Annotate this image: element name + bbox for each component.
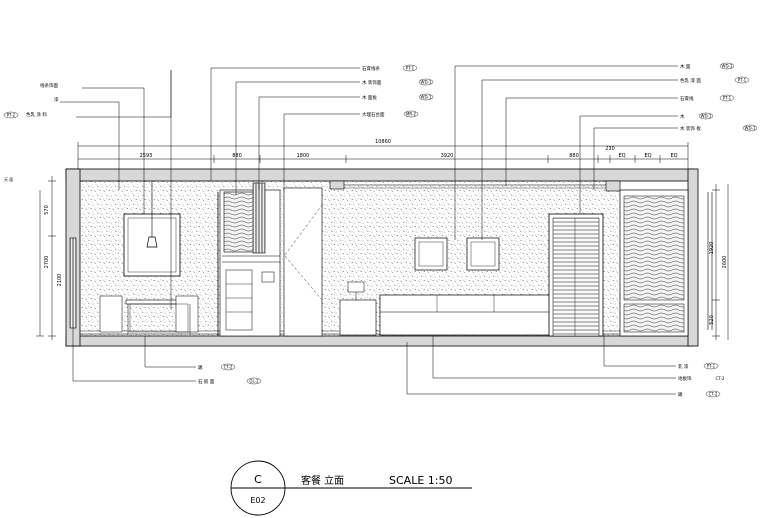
ceiling-band	[65, 168, 694, 182]
dim-seg-1: 2593	[140, 153, 153, 159]
dark-column	[252, 182, 266, 254]
ann-center-3: 木 面板	[362, 94, 377, 101]
side-mirror	[69, 237, 77, 329]
ann-left-1: 线条饰面	[40, 82, 58, 89]
tag-right-5: WD-1	[744, 126, 755, 131]
dim-seg-8: EQ	[644, 153, 651, 159]
leaders-right-top	[454, 65, 678, 240]
ann-center-4: 大理石台面	[362, 111, 385, 118]
ann-right-5: 木 装饰 板	[680, 125, 701, 132]
dim-seg-7: EQ	[618, 153, 625, 159]
tag-right-1: WD-1	[721, 64, 732, 69]
tag-center-1: PT-1	[406, 66, 415, 71]
tag-center-4: MR-2	[406, 112, 417, 117]
right-wall-section	[687, 168, 699, 347]
dim-left-3: 2100	[57, 274, 63, 287]
dim-seg-6: 230	[605, 146, 615, 152]
ann-bottom-right-3: 踢	[678, 392, 683, 398]
title-block: C E02 客餐 立面 SCALE 1:50	[230, 460, 472, 516]
tag-right-2: PT-1	[738, 78, 747, 83]
drawing-title: 客餐 立面	[301, 474, 344, 487]
wall-art-left	[414, 237, 448, 271]
ann-center-2: 木 装饰面	[362, 79, 382, 86]
tag-bottom-left-1: CT-2	[224, 365, 233, 370]
right-zone	[548, 189, 713, 337]
leaders-bottom-left	[72, 328, 196, 382]
ann-left-3: 色乳 涂 料	[26, 111, 47, 118]
sofa	[379, 294, 551, 336]
ann-right-4: 木	[680, 113, 685, 120]
top-dimensions	[77, 142, 689, 169]
ann-bottom-left-1: 踢	[198, 365, 203, 371]
floor-band	[65, 335, 694, 347]
living-zone	[339, 237, 551, 336]
side-dimension-lines	[36, 176, 729, 340]
tag-right-4: WD-1	[700, 114, 711, 119]
ceiling-drop	[329, 180, 345, 190]
dim-seg-2: 880	[232, 153, 242, 159]
side-note: 天 面	[4, 177, 13, 182]
tag-bottom-right-1: PT-1	[707, 364, 716, 369]
dim-right-2: 2600	[722, 256, 728, 269]
ann-bottom-left-2: 石 嵌 面	[198, 379, 215, 385]
tag-bottom-left-2: GL-2	[249, 379, 259, 384]
tag-center-3: WD-1	[420, 95, 431, 100]
ann-bottom-right-1: 乳 漆	[678, 363, 689, 370]
ann-center-1: 石膏线条	[362, 65, 380, 72]
ann-right-2: 色乳 漆 面	[680, 77, 701, 84]
wall-art-right	[466, 237, 500, 271]
ann-right-1: 木 面	[680, 63, 691, 70]
ann-bottom-right-2: 地板饰	[678, 375, 692, 382]
side-lamp	[347, 281, 365, 293]
dim-left-2: 2700	[44, 256, 50, 269]
leaders-bottom-right	[406, 336, 676, 395]
leaders-center-top	[210, 67, 360, 195]
dim-seg-9: EQ	[670, 153, 677, 159]
dim-right-3: 520	[709, 315, 715, 325]
dim-total: 10860	[375, 139, 391, 145]
dim-left-1: 570	[44, 205, 50, 215]
ann-left-2: 漆	[54, 96, 59, 103]
dim-seg-4: 3920	[441, 153, 454, 159]
section-letter: C	[254, 473, 262, 486]
cabinet-zone	[217, 182, 323, 337]
tag-left-3: PT-2	[7, 113, 16, 118]
tag-bottom-right-2: CT-2	[716, 376, 725, 381]
leaders-left-top	[60, 70, 172, 310]
tag-bottom-right-3: CT-2	[709, 392, 718, 397]
drawing-scale: SCALE 1:50	[389, 474, 452, 487]
dim-seg-3: 1800	[297, 153, 310, 159]
dining-zone	[69, 181, 199, 334]
sheet-number: E02	[250, 496, 265, 505]
dim-right-1: 1920	[709, 242, 715, 255]
dim-seg-5: 880	[569, 153, 579, 159]
tag-center-2: WD-1	[420, 80, 431, 85]
pendant-lamp-icon	[146, 236, 158, 248]
ann-right-3: 石膏线	[680, 95, 694, 102]
tag-right-3: PT-1	[723, 96, 732, 101]
doorway	[283, 187, 323, 337]
